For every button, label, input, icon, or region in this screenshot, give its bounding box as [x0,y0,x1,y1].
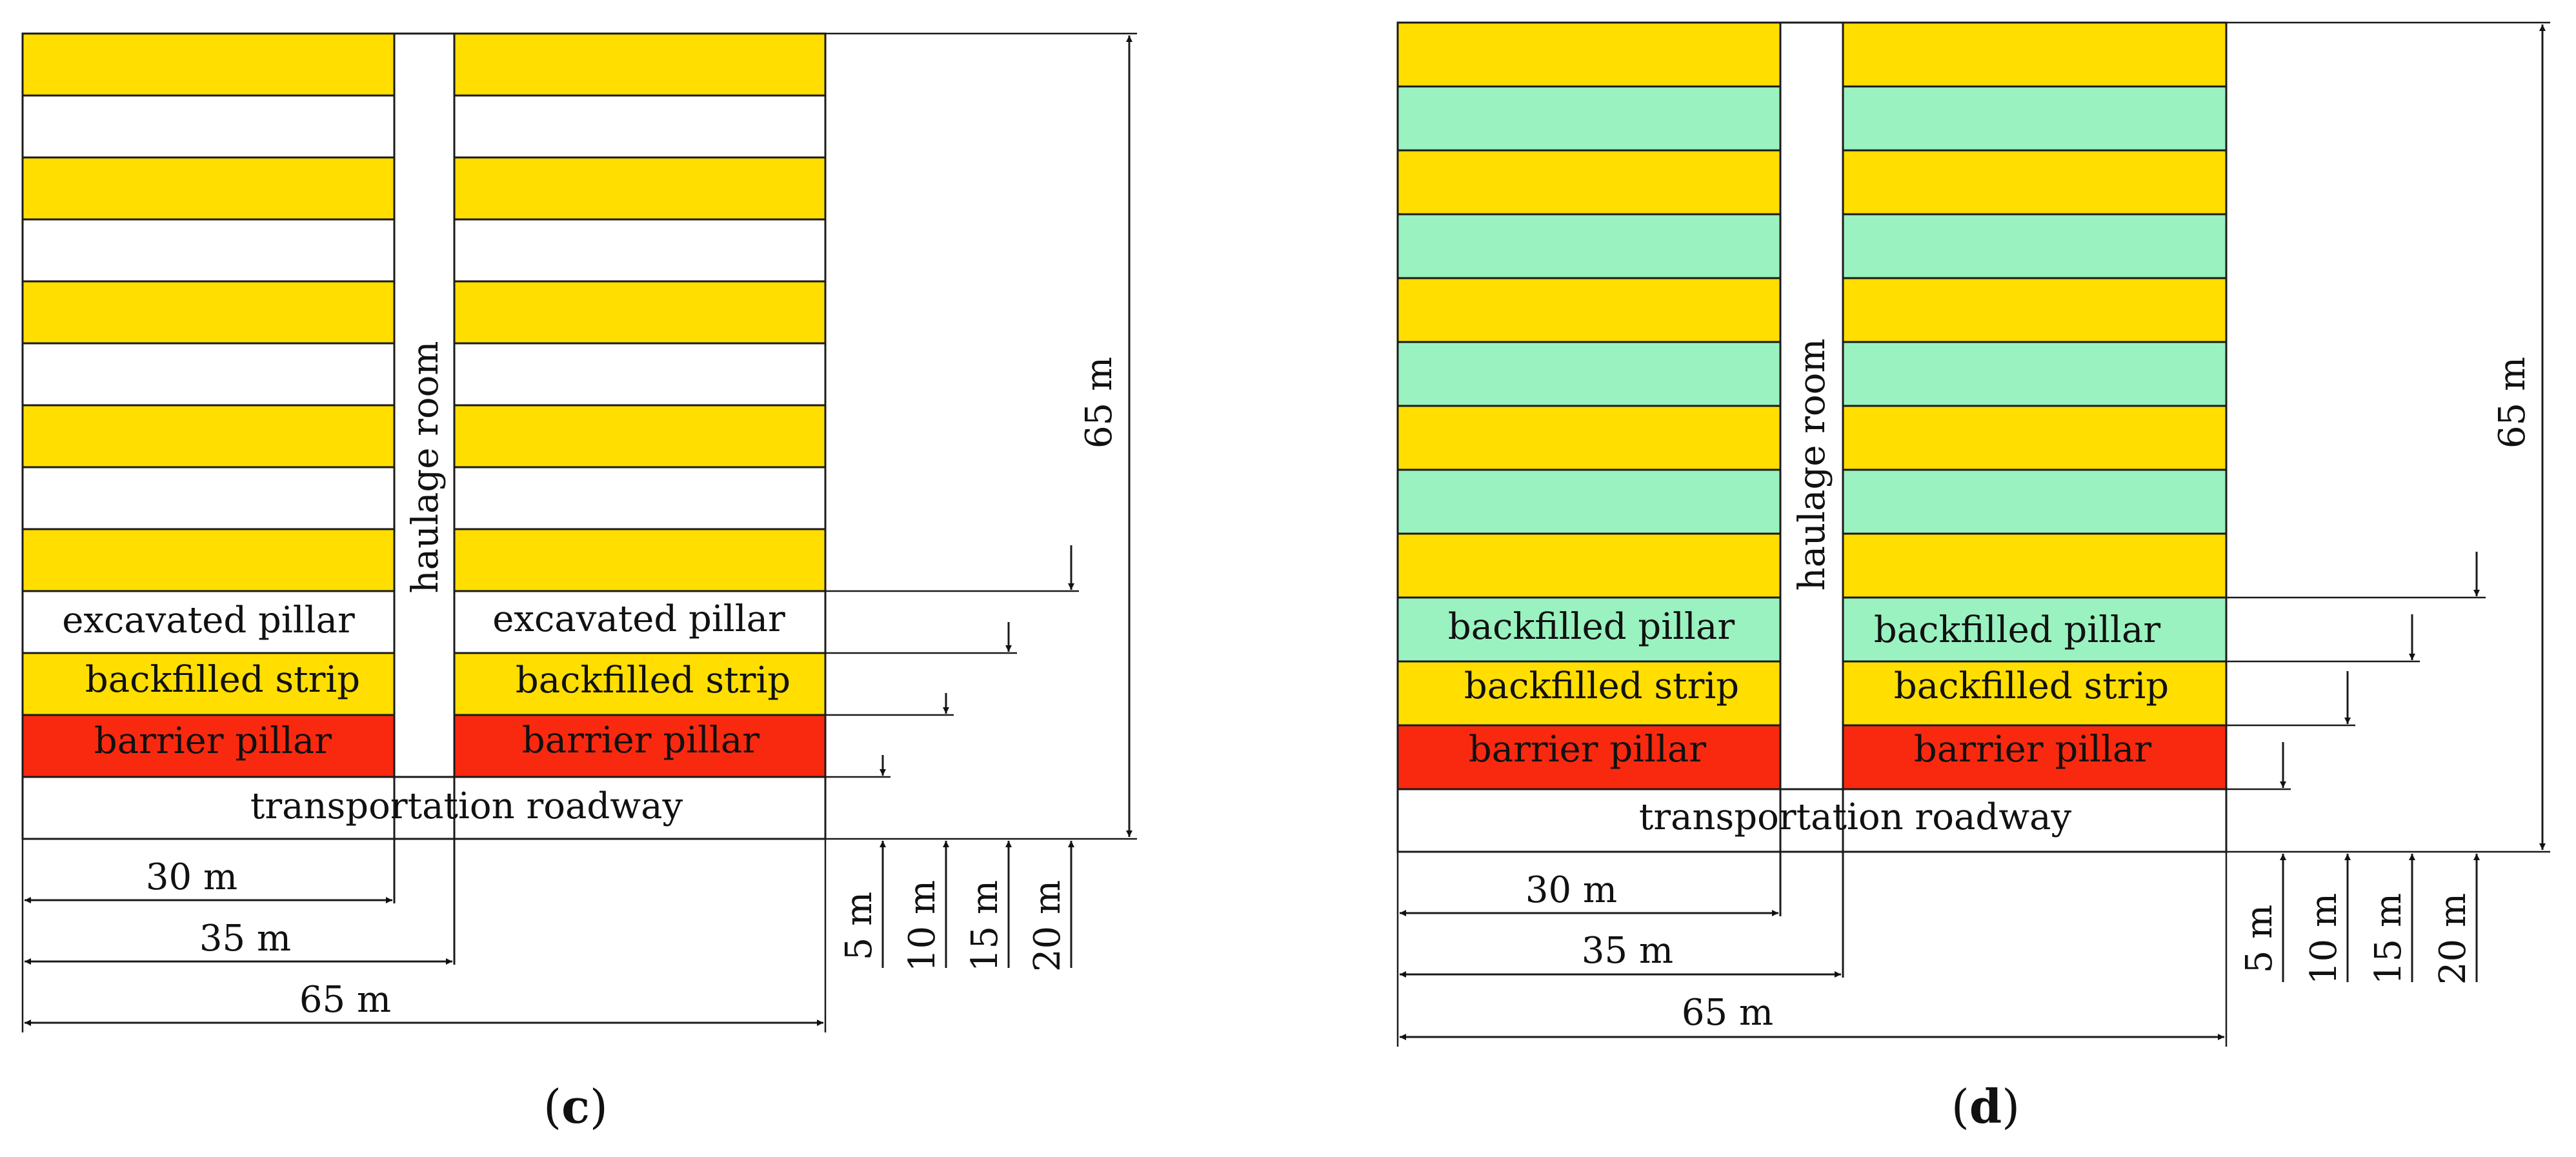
panel-d-backfilled-pillar-right [1842,596,2228,663]
panel-d-backfilled-pillar-left [1396,596,1782,663]
panel-d-backfill-strip [1842,468,2228,535]
panel-d-pillar-strip [1396,21,1782,88]
panel-c-pillar-strip [453,156,827,221]
panel-c-pillar-strip [453,32,827,97]
panel-c-barrier-pillar-left [21,714,396,778]
panel-d-width-30-label: 30 m [1525,869,1617,911]
panel-d-backfilled-strip-label-left: backfilled strip [1464,665,1739,707]
panel-c-height-10-label: 10 m [901,880,943,972]
panel-d-pillar-strip [1842,277,2228,343]
panel-d-backfill-strip [1842,341,2228,407]
panel-c-width-35-label: 35 m [199,918,291,960]
panel-d-pillar-strip [1396,277,1782,343]
panel-d-backfill-strip [1396,85,1782,152]
panel-c-backfilled-strip-label-left: backfilled strip [85,659,360,701]
panel-c-width-65-label: 65 m [299,979,391,1021]
panel-d-pillar-strip [1396,405,1782,471]
panel-c-caption-open: ( [543,1080,561,1134]
panel-c-width-30-label: 30 m [146,856,237,898]
panel-d-caption-close: ) [2002,1080,2020,1134]
panel-d-height-10-label: 10 m [2303,893,2345,985]
panel-c-caption-letter: c [561,1079,590,1134]
panel-c-caption: (c) [543,1079,608,1134]
panel-c-pillar-strip [21,528,396,592]
panel-d-caption-letter: d [1969,1079,2002,1134]
panel-d-backfill-strip [1396,341,1782,407]
panel-c-pillar-strip [21,404,396,468]
panel-d-haulage-room-label: haulage room [1791,339,1833,591]
panel-d-backfilled-strip-left [1396,660,1782,727]
panel-c-pillar-strip [21,32,396,97]
panel-c-barrier-label-right: barrier pillar [522,719,760,761]
panel-d-transportation-roadway [1396,788,2228,853]
panel-c-haulage-room-label: haulage room [405,341,447,594]
panel-d-backfill-strip [1396,213,1782,279]
panel-d-barrier-pillar-right [1842,724,2228,790]
panel-d-backfilled-strip-right [1842,660,2228,727]
panel-d-height-65-label: 65 m [2491,357,2533,448]
panel-d-barrier-pillar-left [1396,724,1782,790]
panel-d-backfilled-pillar-label-left: backfilled pillar [1448,606,1735,648]
panel-d-pillar-strip [1842,532,2228,599]
panel-d-width-35-label: 35 m [1582,930,1673,972]
panel-d-pillar-strip [1842,405,2228,471]
panel-d-backfill-strip [1842,213,2228,279]
panel-c-height-65-label: 65 m [1078,357,1120,448]
panel-d-barrier-label-right: barrier pillar [1914,729,2151,770]
panel-c-pillar-strip [21,280,396,345]
panel-d-height-15-label: 15 m [2368,893,2410,985]
panel-c-transportation-roadway [21,776,827,840]
panel-d-pillar-strip [1396,532,1782,599]
panel-d-caption-open: ( [1951,1080,1969,1134]
panel-d-barrier-label-left: barrier pillar [1469,729,1706,770]
panel-c-roadway-label: transportation roadway [250,785,683,827]
panel-d-backfill-strip [1842,85,2228,152]
panel-c-height-20-label: 20 m [1027,880,1069,972]
panel-d-backfilled-pillar-label-right: backfilled pillar [1874,609,2160,651]
panel-d-height-5-label: 5 m [2239,905,2280,974]
panel-c-excavated-label-left: excavated pillar [62,599,355,641]
panel-c-pillar-strip [21,156,396,221]
panel-d-height-20-label: 20 m [2432,893,2474,985]
panel-d-backfilled-strip-label-right: backfilled strip [1894,665,2169,707]
panel-c-excavated-pillar-left [21,590,396,654]
panel-d-backfill-strip [1396,468,1782,535]
panel-d-pillar-strip [1842,149,2228,216]
panel-c: haulage room excavated pillar excavated … [21,32,1137,1134]
panel-c-pillar-strip [453,528,827,592]
panel-d-roadway-label: transportation roadway [1639,796,2072,838]
panel-c-excavated-pillar-right [453,590,827,654]
panel-c-backfilled-strip-label-right: backfilled strip [516,659,790,701]
panel-c-excavated-label-right: excavated pillar [492,598,785,640]
panel-c-barrier-label-left: barrier pillar [94,720,332,762]
panel-c-caption-close: ) [590,1080,608,1134]
panel-c-pillar-strip [453,280,827,345]
panel-c-height-15-label: 15 m [964,880,1006,972]
panel-d-width-65-label: 65 m [1682,992,1773,1034]
panel-d-pillar-strip [1396,149,1782,216]
panel-c-pillar-strip [453,404,827,468]
panel-d: haulage room backfilled pillar backfille… [1396,21,2550,1134]
panel-d-caption: (d) [1951,1079,2020,1134]
panel-c-height-5-label: 5 m [838,892,880,961]
panel-d-pillar-strip [1842,21,2228,88]
